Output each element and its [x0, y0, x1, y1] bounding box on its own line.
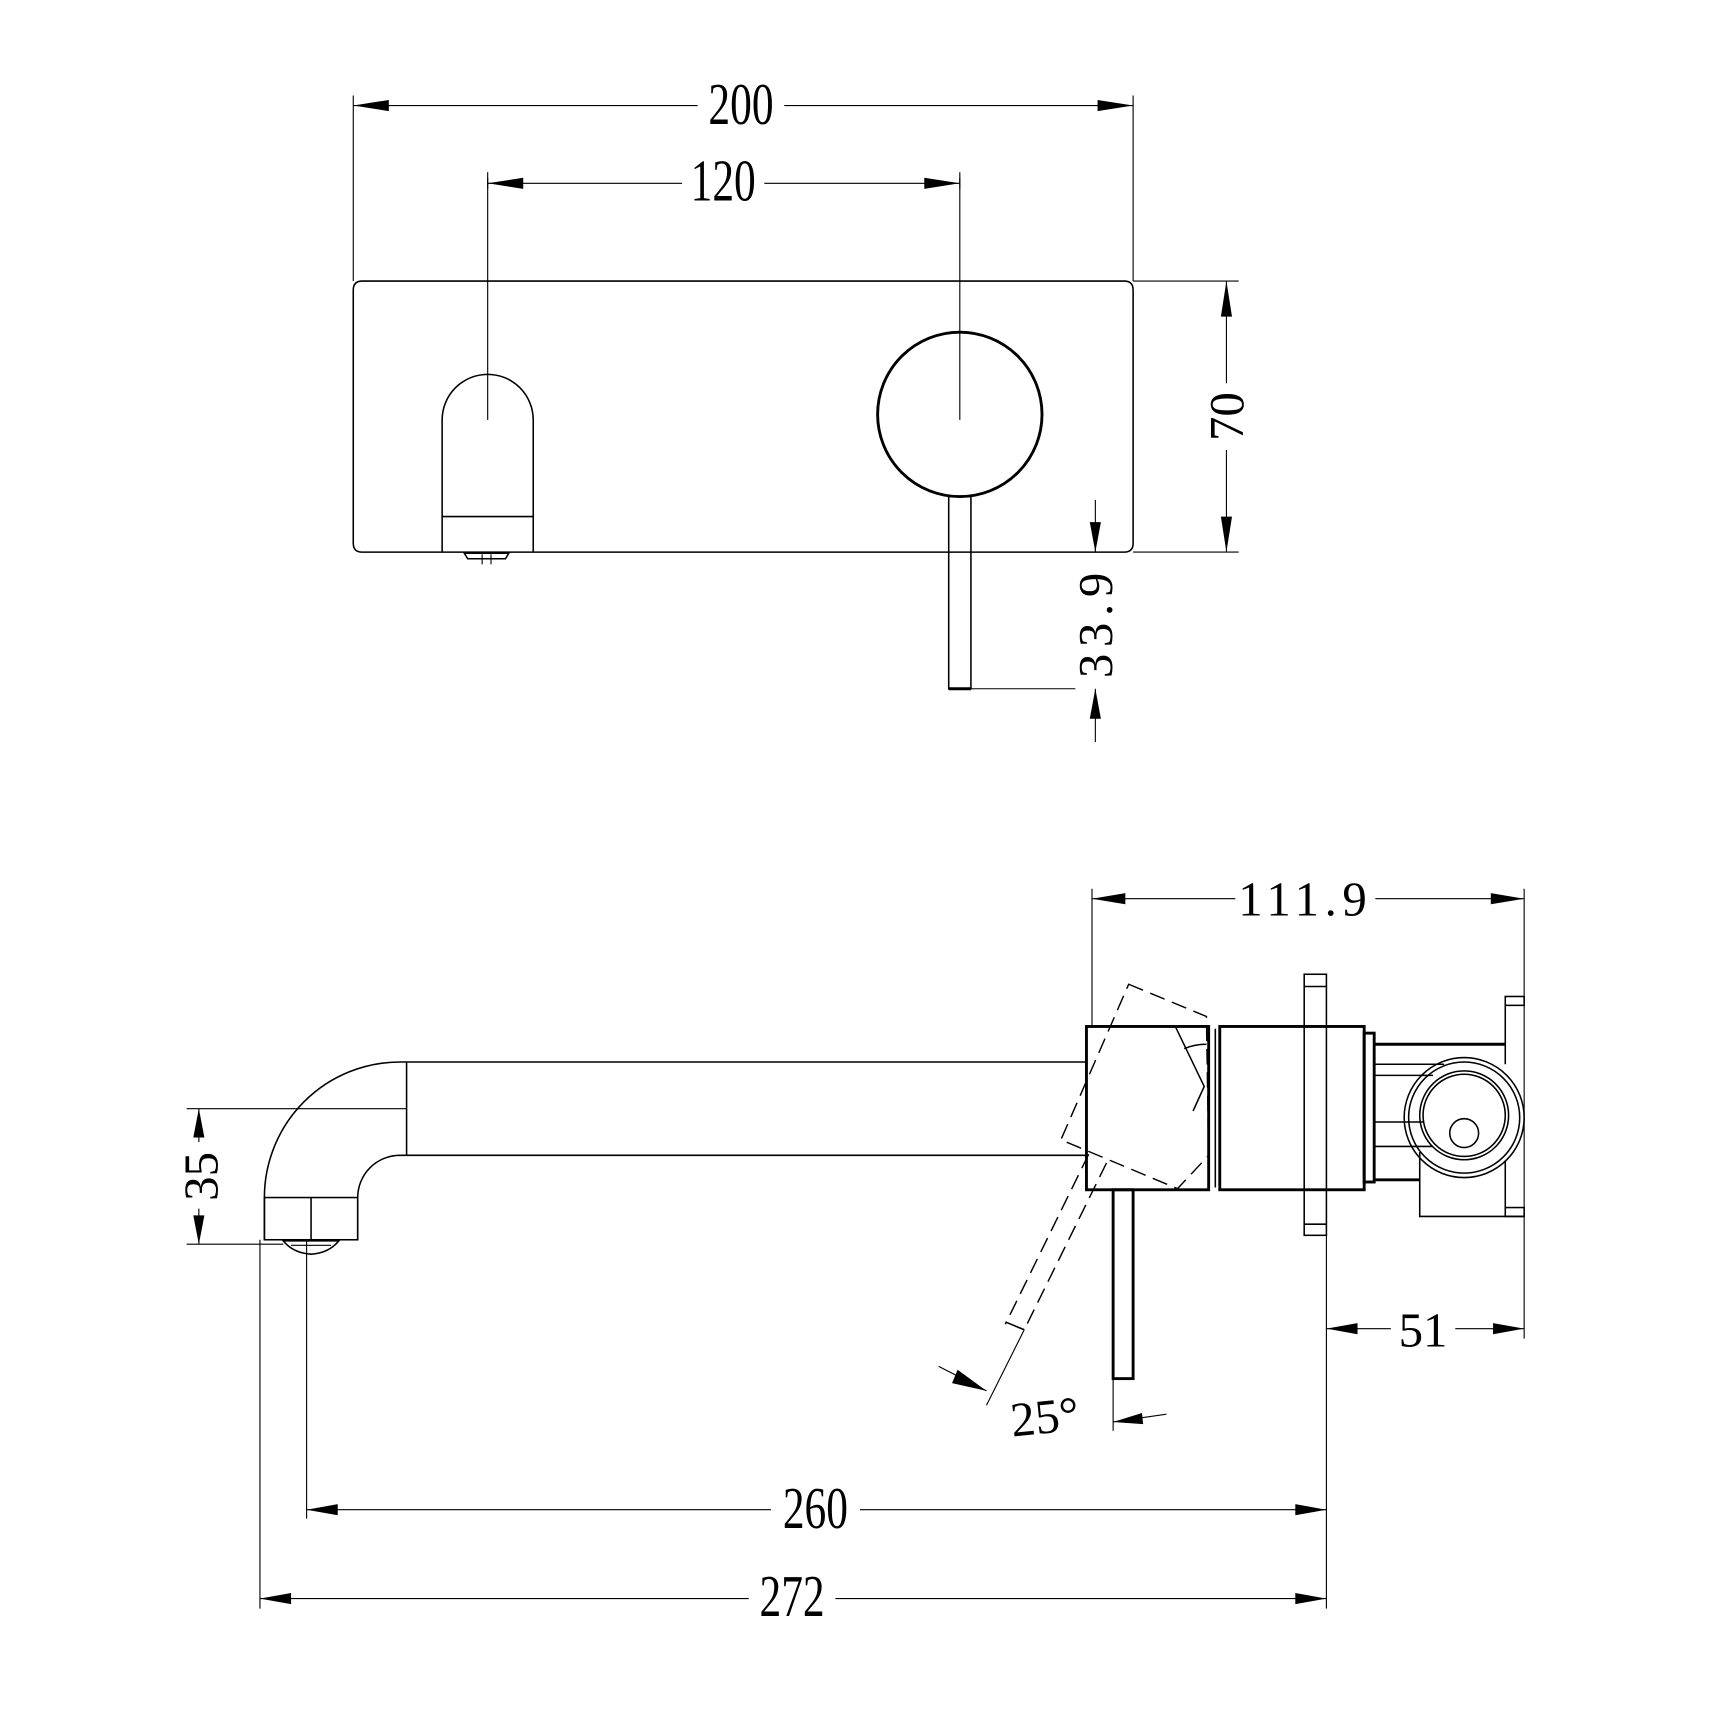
inlet-hole [1448, 1117, 1480, 1149]
aerator-side [281, 1240, 341, 1255]
dim-120: 120 [487, 149, 961, 214]
handle-tilted-dashed [1059, 983, 1210, 1190]
dim-272: 272 [259, 1239, 1327, 1630]
dim-120-label: 120 [691, 149, 756, 214]
handle-hub [1086, 1025, 1206, 1112]
o-ring [1362, 1031, 1376, 1184]
dim-25-deg: 25° [938, 1365, 1167, 1448]
dim-33-9-label: 33.9 [1068, 566, 1123, 678]
dim-35-label: 35 [174, 1152, 229, 1201]
front-view: 200 120 70 33.9 [352, 73, 1254, 743]
dim-272-label: 272 [760, 1565, 825, 1630]
dim-33-9: 33.9 [1068, 499, 1123, 743]
dim-70-label: 70 [1199, 392, 1254, 441]
backplate-outline [352, 280, 1134, 553]
flange-plate [1303, 973, 1328, 1237]
dim-51: 51 [1325, 1235, 1525, 1514]
dim-51-label: 51 [1399, 1302, 1448, 1357]
inlet-ring-inner [1418, 1070, 1510, 1161]
dim-200-label: 200 [708, 73, 773, 138]
dim-111-9-label: 111.9 [1238, 871, 1372, 926]
dim-260-label: 260 [783, 1477, 848, 1542]
dim-260: 260 [306, 1239, 1327, 1542]
dim-35: 35 [174, 1108, 407, 1245]
spout-pipe-side [263, 1061, 1087, 1240]
dim-111-9: 111.9 [1091, 871, 1525, 1339]
dim-70: 70 [1199, 281, 1254, 553]
aerator-front [462, 552, 511, 560]
dim-25-deg-label: 25° [1008, 1386, 1082, 1448]
dim-200: 200 [353, 73, 1134, 138]
handle-lever-side [1111, 1188, 1135, 1381]
side-view: 111.9 35 51 25° [174, 871, 1525, 1630]
wall-bracket [1418, 1152, 1525, 1218]
